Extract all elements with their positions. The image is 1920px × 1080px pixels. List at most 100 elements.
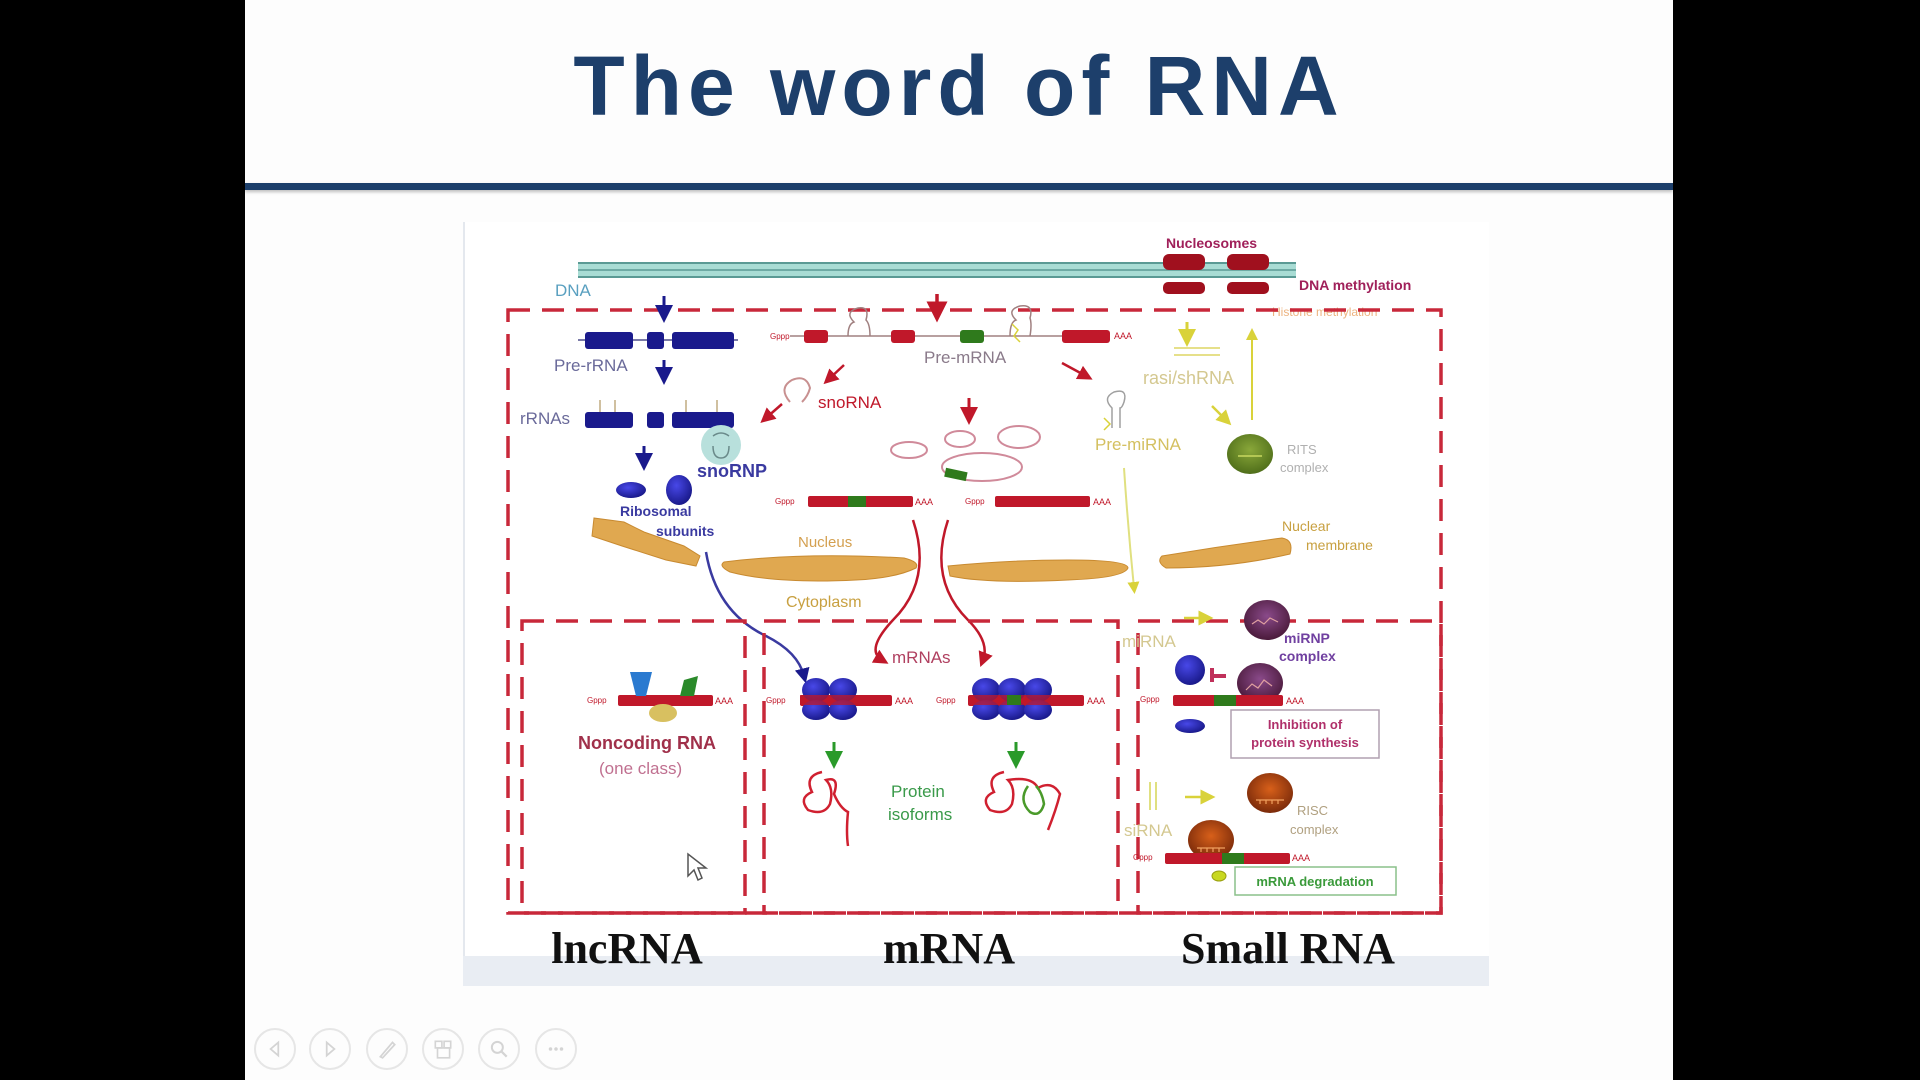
nuclear-membrane-label-1: Nuclear	[1282, 518, 1331, 534]
figure-panel	[463, 222, 1489, 986]
dna-methylation-label: DNA methylation	[1299, 277, 1411, 293]
svg-text:AAA: AAA	[1292, 853, 1310, 863]
nuclear-membrane	[591, 517, 1292, 582]
rits-label-2: complex	[1280, 460, 1329, 475]
category-label-mrna: mRNA	[883, 924, 1015, 973]
svg-text:Gppp: Gppp	[1140, 695, 1160, 704]
nucleosomes-label: Nucleosomes	[1166, 235, 1257, 251]
ribosome-export-arrow	[704, 551, 810, 684]
slides-grid-icon	[434, 1040, 452, 1059]
protein-isoform-1-icon	[802, 770, 850, 847]
cytoplasm-label: Cytoplasm	[786, 594, 862, 611]
protein-isoforms-label-2: isoforms	[888, 805, 952, 824]
protein-isoform-2-icon	[984, 770, 1062, 831]
target-mrna-2: Gppp AAA	[1133, 853, 1310, 864]
mirna-export-arrow	[1123, 467, 1140, 594]
nucleus-label: Nucleus	[798, 534, 852, 551]
rrnas-label: rRNAs	[520, 409, 570, 428]
svg-text:Gppp: Gppp	[965, 497, 985, 506]
slide-title: The word of RNA	[573, 39, 1345, 133]
triangle-right-icon	[325, 1040, 336, 1058]
risc-label-2: complex	[1290, 822, 1339, 837]
mrna-export-arrow-1	[871, 519, 921, 664]
inhibition-label-2: protein synthesis	[1251, 735, 1359, 750]
noncoding-rna-sublabel: (one class)	[599, 759, 682, 778]
snornp-label: snoRNP	[697, 461, 767, 481]
ribosomal-label-1: Ribosomal	[620, 503, 692, 519]
svg-text:AAA: AAA	[1114, 331, 1132, 341]
nuclear-membrane-label-2: membrane	[1306, 537, 1373, 553]
mirnp-complex-icon	[1244, 600, 1290, 640]
pen-icon	[379, 1041, 396, 1059]
risc-bound-icon	[1188, 820, 1234, 860]
svg-text:Gppp: Gppp	[1133, 853, 1153, 862]
svg-text:AAA: AAA	[1087, 696, 1105, 706]
triangle-left-icon	[269, 1040, 280, 1058]
noncoding-rna-label: Noncoding RNA	[578, 733, 716, 753]
snorna-hairpin-icon	[783, 377, 812, 403]
nucleosomes	[1163, 254, 1269, 294]
cell-boundary-box	[506, 308, 1443, 915]
pre-mirna-label: Pre-miRNA	[1095, 435, 1182, 454]
caption-strip	[463, 956, 1489, 986]
mature-mrna-2: Gppp AAA	[965, 496, 1111, 507]
svg-text:Gppp: Gppp	[775, 497, 795, 506]
magnifier-icon	[490, 1040, 508, 1058]
mirna-label: miRNA	[1122, 632, 1176, 651]
ribosomal-label-2: subunits	[656, 523, 715, 539]
degradation-label: mRNA degradation	[1256, 874, 1373, 889]
dna-label: DNA	[555, 281, 592, 300]
pre-rrna	[578, 332, 738, 349]
mirnp-bound-icon	[1237, 663, 1283, 703]
mature-mrna-1: Gppp AAA	[775, 496, 933, 507]
lncrna-complex: Gppp AAA	[587, 672, 733, 722]
degradation-box	[1234, 866, 1397, 896]
svg-text:AAA: AAA	[1286, 696, 1304, 706]
arrow-icon	[1211, 405, 1232, 426]
zoom-button[interactable]	[478, 1028, 520, 1070]
arrow-icon	[760, 403, 783, 423]
inhibition-box	[1230, 709, 1380, 759]
rasi-shrna-label: rasi/shRNA	[1143, 368, 1234, 388]
sirna-label: siRNA	[1124, 821, 1173, 840]
svg-text:AAA: AAA	[895, 696, 913, 706]
svg-text:AAA: AAA	[1093, 497, 1111, 507]
title-divider	[245, 183, 1673, 190]
svg-text:Gppp: Gppp	[587, 696, 607, 705]
mrna-box	[762, 619, 1120, 915]
rrnas	[585, 400, 734, 428]
dna-strand	[578, 262, 1296, 278]
polysome-2: Gppp AAA	[936, 678, 1105, 720]
mirnp-label-1: miRNP	[1284, 630, 1330, 646]
pre-mirna-hairpin-icon	[1106, 390, 1126, 428]
protein-isoforms-label-1: Protein	[891, 782, 945, 801]
histone-methylation-label: Histone methylation	[1272, 305, 1377, 319]
target-mrna-1: Gppp AAA	[1140, 695, 1304, 706]
mouse-cursor-icon	[687, 852, 709, 882]
more-options-button[interactable]	[535, 1028, 577, 1070]
svg-text:Gppp: Gppp	[766, 696, 786, 705]
risc-label-1: RISC	[1297, 803, 1328, 818]
pre-mrna: Gppp AAA	[770, 305, 1132, 343]
lncrna-box	[520, 619, 747, 915]
rits-complex-icon	[1227, 434, 1273, 474]
arrow-icon	[1061, 361, 1093, 380]
svg-text:AAA: AAA	[715, 696, 733, 706]
category-label-small-rna: Small RNA	[1181, 924, 1395, 973]
spliced-intron-lariats	[890, 425, 1041, 482]
risc-complex-icon	[1247, 773, 1293, 813]
previous-slide-button[interactable]	[254, 1028, 296, 1070]
mrnas-label: mRNAs	[892, 648, 951, 667]
arrow-icon	[823, 364, 845, 385]
pen-tool-button[interactable]	[366, 1028, 408, 1070]
ribosome-small-icon	[1175, 719, 1205, 733]
pre-rrna-label: Pre-rRNA	[554, 356, 628, 375]
ribosome-large-icon	[1175, 655, 1205, 685]
ellipsis-icon	[548, 1047, 564, 1051]
large-subunit-icon	[666, 475, 692, 505]
category-label-lncrna: lncRNA	[551, 924, 703, 973]
mirnp-label-2: complex	[1279, 648, 1336, 664]
next-slide-button[interactable]	[309, 1028, 351, 1070]
see-all-slides-button[interactable]	[422, 1028, 464, 1070]
